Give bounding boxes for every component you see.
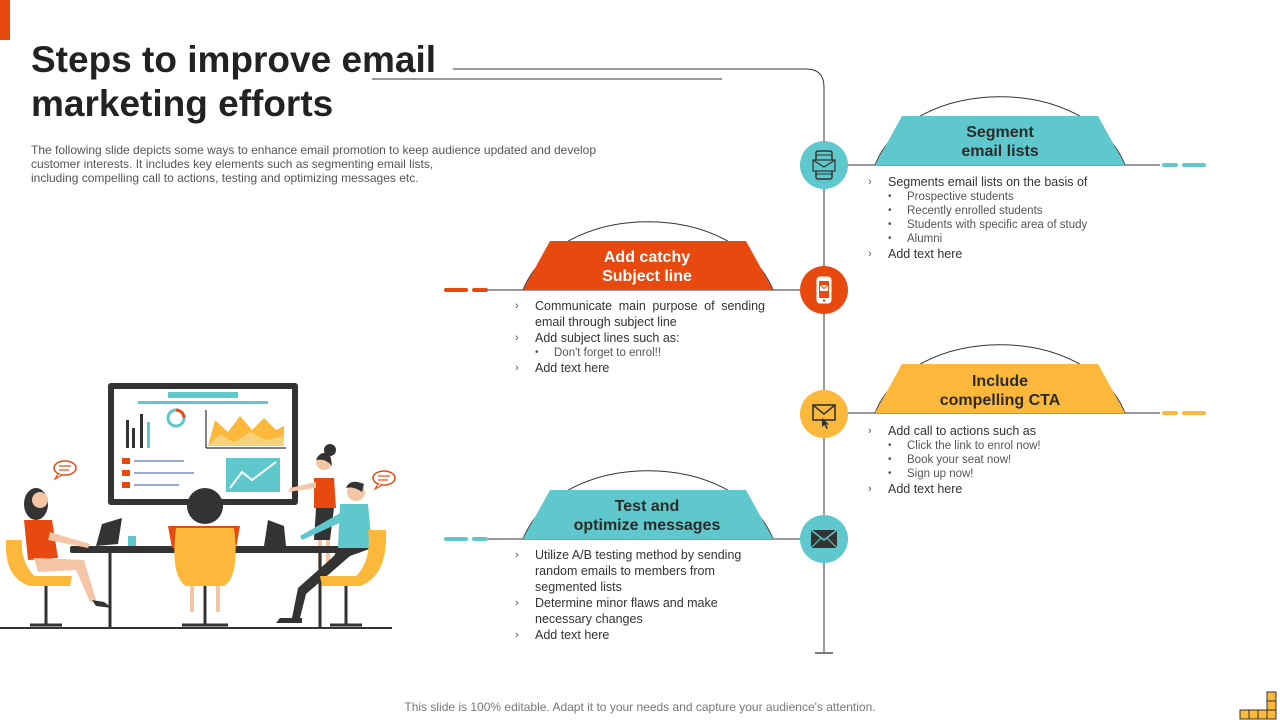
speech-bubble-icon [53, 460, 77, 476]
sub-list: •Don't forget to enrol!! [515, 346, 765, 360]
envelope-click-icon [812, 404, 836, 429]
list-item: ›Add call to actions such as [868, 424, 1036, 438]
brand-blocks-logo [1239, 691, 1277, 720]
step1-icon-circle [800, 141, 848, 189]
sub-list-item: •Prospective students [888, 191, 1014, 203]
footer-note: This slide is 100% editable. Adapt it to… [404, 700, 876, 714]
corner-accent [0, 0, 10, 40]
list-item: ›Segments email lists on the basis of [868, 175, 1088, 189]
step1-dash-decoration [1162, 163, 1206, 167]
step2-icon-circle [800, 266, 848, 314]
step3-dash-decoration [1162, 411, 1206, 415]
page-title: Steps to improve email marketing efforts [31, 39, 437, 124]
step3-heading: Include compelling CTA [939, 373, 1061, 409]
speech-bubble-icon [372, 470, 396, 486]
sub-list-item: •Sign up now! [888, 468, 974, 480]
list-item: ›Add text here [515, 361, 610, 375]
sub-list-item: •Recently enrolled students [888, 205, 1043, 217]
step4-icon-circle [800, 515, 848, 563]
sub-list: •Click the link to enrol now! •Book your… [868, 439, 1158, 481]
seated-man-figure [276, 481, 387, 627]
sub-list: •Prospective students •Recently enrolled… [868, 190, 1158, 246]
seated-woman-figure [5, 488, 112, 627]
list-item: ›Add text here [868, 482, 963, 496]
sub-list-item: •Students with specific area of study [888, 219, 1088, 231]
step4-heading: Test and optimize messages [573, 498, 721, 534]
step1-heading: Segment email lists [961, 124, 1039, 160]
list-item: ›Communicate main purpose of sending ema… [515, 299, 765, 329]
step3-icon-circle [800, 390, 848, 438]
sub-list-item: •Book your seat now! [888, 454, 1012, 466]
list-item: ›Utilize A/B testing method by sending r… [515, 548, 742, 594]
seated-person-back-figure [168, 488, 240, 627]
step1-dome [874, 96, 1126, 166]
title-connector-line [453, 68, 825, 652]
step2-heading: Add catchy Subject line [602, 249, 692, 285]
phone-mail-icon [816, 276, 832, 304]
list-item: ›Add subject lines such as: [515, 331, 680, 345]
list-item: ›Add text here [868, 247, 963, 261]
sub-list-item: •Click the link to enrol now! [888, 440, 1041, 452]
step2-dash-decoration [444, 288, 488, 292]
list-item: ›Add text here [515, 628, 610, 642]
step4-content: ›Utilize A/B testing method by sending r… [515, 547, 765, 643]
sub-list-item: •Don't forget to enrol!! [535, 347, 662, 359]
step1-content: ›Segments email lists on the basis of •P… [868, 174, 1158, 262]
team-meeting-illustration [0, 383, 396, 629]
step3-dome [874, 344, 1126, 414]
sub-list-item: •Alumni [888, 233, 943, 245]
step3-content: ›Add call to actions such as •Click the … [868, 423, 1158, 497]
list-item: ›Determine minor flaws and make necessar… [515, 596, 718, 626]
presentation-board [108, 383, 298, 505]
step2-content: ›Communicate main purpose of sending ema… [515, 298, 765, 376]
mobile-email-icon [812, 150, 836, 180]
slide-description: The following slide depicts some ways to… [31, 143, 597, 185]
step4-dome [522, 470, 774, 540]
step4-dash-decoration [444, 537, 488, 541]
envelope-target-icon [810, 529, 838, 549]
step2-dome [522, 221, 774, 291]
